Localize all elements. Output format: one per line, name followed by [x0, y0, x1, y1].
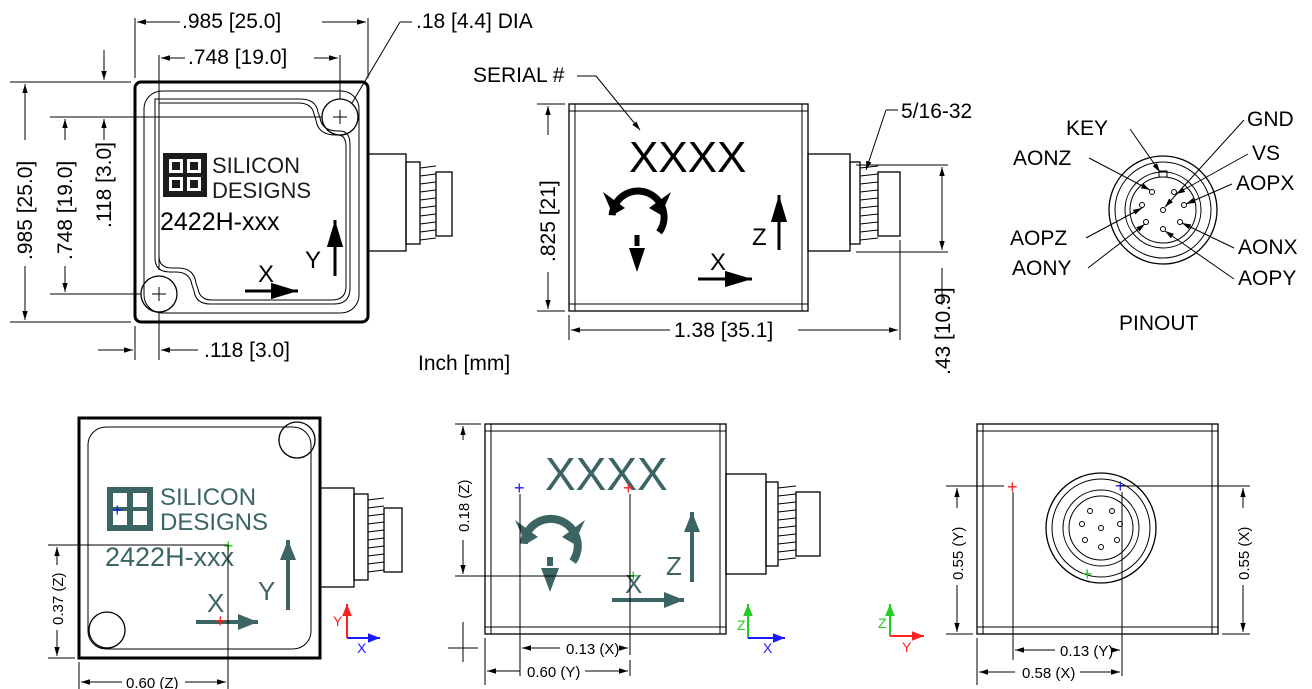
bl-origin-x: + [215, 611, 226, 631]
hole-dia-dim: .18 [4.4] DIA [416, 10, 533, 33]
side-length-dim: 1.38 [35.1] [674, 319, 773, 342]
bm-esd-symbol [515, 514, 585, 592]
bm-dim-h1: 0.13 (X) [566, 641, 619, 658]
bm-serial-value: XXXX [545, 448, 668, 500]
bm-triad-z: Z [737, 617, 746, 633]
bm-triad-x: X [763, 640, 773, 656]
thread-dim: 5/16-32 [901, 100, 972, 123]
pin-aonz: AONZ [1013, 147, 1072, 170]
bl-axis-y: Y [258, 576, 275, 606]
bottom-left-view: SILICON DESIGNS 2422H-xxx X Y + + + 0.37… [48, 416, 403, 689]
bm-axis-z: Z [666, 551, 682, 581]
side-axis-z-label: Z [752, 224, 767, 251]
bottom-left-logo: SILICON DESIGNS [107, 484, 268, 536]
silicon-designs-logo: SILICON DESIGNS [163, 153, 311, 203]
pin-aony: AONY [1012, 257, 1072, 280]
pin-gnd: GND [1247, 108, 1294, 131]
bl-dim-horizontal: 0.60 (Z) [126, 675, 179, 689]
pinout-title: PINOUT [1119, 312, 1199, 335]
bl-axis-x: X [207, 588, 224, 618]
bl-triad-y: Y [333, 613, 343, 629]
height-dim: .985 [25.0] [14, 161, 37, 260]
bl-logo-line2: DESIGNS [160, 509, 268, 536]
br-dim-h2: 0.58 (X) [1022, 665, 1075, 682]
pin-aopx: AOPX [1236, 172, 1294, 195]
pin-key: KEY [1066, 117, 1108, 140]
width-dim: .985 [25.0] [182, 10, 281, 33]
logo-line2: DESIGNS [212, 178, 311, 203]
serial-value: XXXX [629, 133, 746, 182]
pin-aonx: AONX [1238, 236, 1298, 259]
bl-dim-vertical: 0.37 (Z) [50, 572, 67, 625]
bm-dim-vertical: 0.18 (Z) [456, 479, 473, 532]
hole-offset-h-dim: .118 [3.0] [204, 339, 290, 362]
esd-symbol [603, 187, 671, 272]
hole-spacing-dim: .748 [19.0] [188, 46, 287, 69]
bm-origin-x: + [623, 478, 634, 498]
pin-aopy: AOPY [1238, 267, 1296, 290]
bm-origin-y: + [514, 478, 525, 498]
side-axis-x-label: X [710, 249, 726, 276]
connector-dim: .43 [10.9] [932, 287, 955, 375]
bl-logo-line1: SILICON [160, 484, 256, 511]
top-view: SILICON DESIGNS 2422H-xxx X Y .985 [25.0… [10, 10, 533, 362]
pin-aopz: AOPZ [1010, 227, 1067, 250]
bl-origin-y: + [112, 500, 123, 520]
bl-triad-x: X [357, 640, 367, 656]
br-origin-x: + [1007, 477, 1018, 497]
serial-label: SERIAL # [473, 64, 565, 87]
side-view: XXXX SERIAL # X Z .825 [21] 1.38 [35.1] … [473, 64, 972, 375]
pin-vs: VS [1252, 142, 1280, 165]
axis-x-label: X [258, 261, 274, 288]
bottom-right-view: + + + 0.55 (Y) 0.55 (X) 0.13 (Y) 0.58 (X… [878, 423, 1253, 685]
bottom-middle-view: XXXX X Z + + + 0.18 (Z) 0.13 (X) 0.60 (Y… [448, 423, 821, 685]
units-label: Inch [mm] [418, 352, 510, 375]
br-origin-z: + [1082, 564, 1093, 584]
hole-offset-v-dim: .118 [3.0] [93, 142, 116, 228]
br-triad-z: Z [878, 615, 887, 631]
logo-line1: SILICON [212, 153, 300, 178]
model-label: 2422H-xxx [160, 208, 280, 236]
hole-spacing-v-dim: .748 [19.0] [54, 161, 77, 260]
side-height-dim: .825 [21] [537, 180, 560, 262]
axis-y-label: Y [305, 247, 321, 274]
br-dim-v-right: 0.55 (X) [1236, 527, 1253, 580]
br-dim-h1: 0.13 (Y) [1060, 643, 1113, 660]
br-dim-v-left: 0.55 (Y) [950, 527, 967, 580]
bm-dim-h2: 0.60 (Y) [527, 664, 580, 681]
br-triad-y: Y [902, 639, 912, 655]
pinout-diagram: KEY AONZ AOPZ AONY GND VS AOPX AONX AOPY… [1010, 108, 1298, 335]
bl-model: 2422H-xxx [105, 542, 235, 572]
